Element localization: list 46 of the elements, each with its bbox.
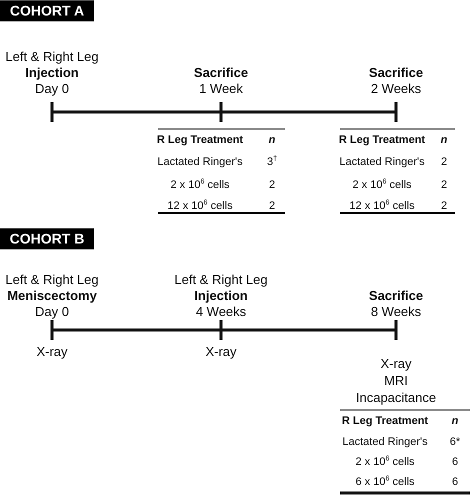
column-header: R Leg Treatment <box>342 414 428 428</box>
event-label: Sacrifice <box>368 66 424 80</box>
sample-size: 6 <box>452 476 458 488</box>
sample-size: 6* <box>450 436 460 448</box>
timepoint-label: 2 Weeks <box>370 82 422 96</box>
sample-size: 3$^{†}$ <box>266 156 278 168</box>
timepoint-label: Left & Right Leg <box>174 272 268 288</box>
timepoint-label: 8 Weeks <box>370 304 422 320</box>
event-label: Sacrifice <box>194 66 248 80</box>
treatment-name: Lactated Ringer's <box>157 156 243 168</box>
column-header: n <box>452 414 458 428</box>
timepoint-label: Left & Right Leg <box>5 50 99 64</box>
treatment-name: 2 x 10$^{6}$ cells <box>170 178 230 192</box>
sample-size: 6 <box>452 456 458 468</box>
treatment-name: 12 x 10$^{6}$ cells <box>167 200 233 212</box>
column-header: R Leg Treatment <box>156 134 244 146</box>
treatment-name: 6 x 10$^{6}$ cells <box>356 476 414 488</box>
sample-size: 2 <box>440 200 448 212</box>
treatment-name: Lactated Ringer's <box>339 156 425 168</box>
assessment-label: MRI <box>384 374 408 388</box>
event-label: Injection <box>194 288 248 304</box>
column-header: R Leg Treatment <box>338 134 426 146</box>
timepoint-label: Left & Right Leg <box>5 272 99 288</box>
treatment-name: 2 x 10$^{6}$ cells <box>352 178 412 192</box>
treatment-name: Lactated Ringer's <box>342 436 428 448</box>
treatment-name: 2 x 10$^{6}$ cells <box>356 456 414 468</box>
timepoint-label: 1 Week <box>199 82 243 96</box>
treatment-name: 12 x 10$^{6}$ cells <box>349 200 415 212</box>
event-label: Sacrifice <box>368 288 424 304</box>
sample-size: 2 <box>268 200 276 212</box>
column-header: n <box>440 134 448 146</box>
sample-size: 2 <box>440 178 448 192</box>
timepoint-label: Day 0 <box>35 304 69 320</box>
event-label: Injection <box>25 66 79 80</box>
timepoint-label: 4 Weeks <box>196 304 246 320</box>
cohort-heading: COHORT A <box>0 0 94 22</box>
assessment-label: X-ray <box>36 344 68 360</box>
event-label: Meniscectomy <box>7 288 97 304</box>
column-header: n <box>268 134 276 146</box>
timepoint-label: Day 0 <box>35 82 69 96</box>
sample-size: 2 <box>268 178 276 192</box>
assessment-label: Incapacitance <box>356 390 436 406</box>
cohort-heading: COHORT B <box>0 228 94 250</box>
sample-size: 2 <box>440 156 448 168</box>
assessment-label: X-ray <box>380 356 412 372</box>
assessment-label: X-ray <box>205 344 237 360</box>
